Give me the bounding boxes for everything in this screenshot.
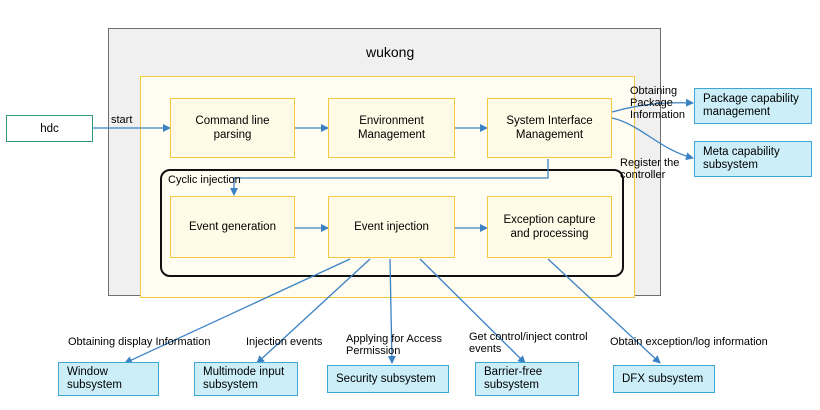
diagram-title: wukong	[366, 44, 415, 60]
label-register-controller: Register the controller	[620, 157, 680, 181]
external-security-subsystem: Security subsystem	[327, 365, 449, 393]
label-obtain-exception: Obtain exception/log information	[610, 336, 768, 348]
label-cyclic-injection: Cyclic injection	[168, 174, 241, 186]
module-environment-management: Environment Management	[328, 98, 455, 158]
module-system-interface-management: System Interface Management	[487, 98, 612, 158]
module-event-injection: Event injection	[328, 196, 455, 258]
label-start: start	[111, 114, 133, 126]
label-obtaining-package: Obtaining Package Information	[630, 85, 686, 121]
label-obtaining-display: Obtaining display Information	[68, 336, 211, 348]
external-package-capability: Package capability management	[694, 88, 812, 124]
external-dfx-subsystem: DFX subsystem	[613, 365, 715, 393]
external-multimode-input: Multimode input subsystem	[194, 362, 298, 396]
module-command-line-parsing: Command line parsing	[170, 98, 295, 158]
hdc-box: hdc	[6, 115, 93, 142]
external-barrier-free: Barrier-free subsystem	[475, 362, 579, 396]
module-exception-capture: Exception capture and processing	[487, 196, 612, 258]
label-injection-events: Injection events	[246, 336, 323, 348]
external-window-subsystem: Window subsystem	[58, 362, 159, 396]
label-get-control: Get control/inject control events	[469, 331, 588, 355]
external-meta-capability: Meta capability subsystem	[694, 141, 812, 177]
module-event-generation: Event generation	[170, 196, 295, 258]
label-applying-access: Applying for Access Permission	[346, 333, 442, 357]
